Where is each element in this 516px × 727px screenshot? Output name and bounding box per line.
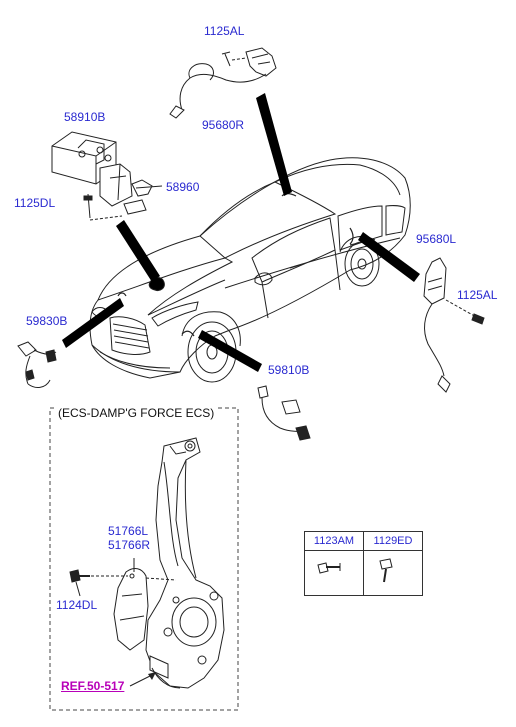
part-number-95680L[interactable]: 95680L [416,232,457,246]
leader-band-59810B [198,330,262,372]
brake-cable-59830B [17,341,57,388]
wheel-speed-sensor-rear-left [423,257,485,393]
wheel-speed-sensor-rear-right [169,47,277,119]
leader-band-59830B [62,298,124,348]
leader-band-58910B [116,220,160,282]
part-number-1125AL-top[interactable]: 1125AL [204,24,245,38]
leader-bands [62,93,420,372]
part-number-58910B[interactable]: 58910B [64,110,106,124]
leader-band-95680L [358,232,420,282]
part-number-51766L[interactable]: 51766L [108,524,149,538]
car-illustration [89,157,411,383]
legend-header-1129ED[interactable]: 1129ED [363,531,423,551]
part-number-59830B[interactable]: 59830B [26,314,68,328]
abs-hydraulic-unit [51,131,163,221]
legend-cell-bolt-with-washer [304,550,364,596]
legend-header-1123AM[interactable]: 1123AM [304,531,364,551]
leader-band-95680R [256,93,292,196]
part-number-58960[interactable]: 58960 [166,180,200,194]
bolt-1124DL [69,569,90,597]
ecs-option-title: (ECS-DAMP'G FORCE ECS) [56,406,217,420]
part-number-95680R[interactable]: 95680R [202,118,245,132]
legend-cell-flange-bolt [363,550,423,596]
reference-link[interactable]: REF.50-517 [61,679,125,693]
part-number-59810B[interactable]: 59810B [268,363,310,377]
brake-cable-59810B [257,385,311,441]
part-number-51766R[interactable]: 51766R [108,538,151,552]
part-number-1125DL[interactable]: 1125DL [14,196,56,210]
fastener-legend-table: 1123AM 1129ED [304,531,423,596]
part-number-1124DL[interactable]: 1124DL [56,598,98,612]
part-number-1125AL-right[interactable]: 1125AL [457,288,498,302]
dust-cover-51766 [86,558,177,651]
steering-knuckle [145,437,225,689]
